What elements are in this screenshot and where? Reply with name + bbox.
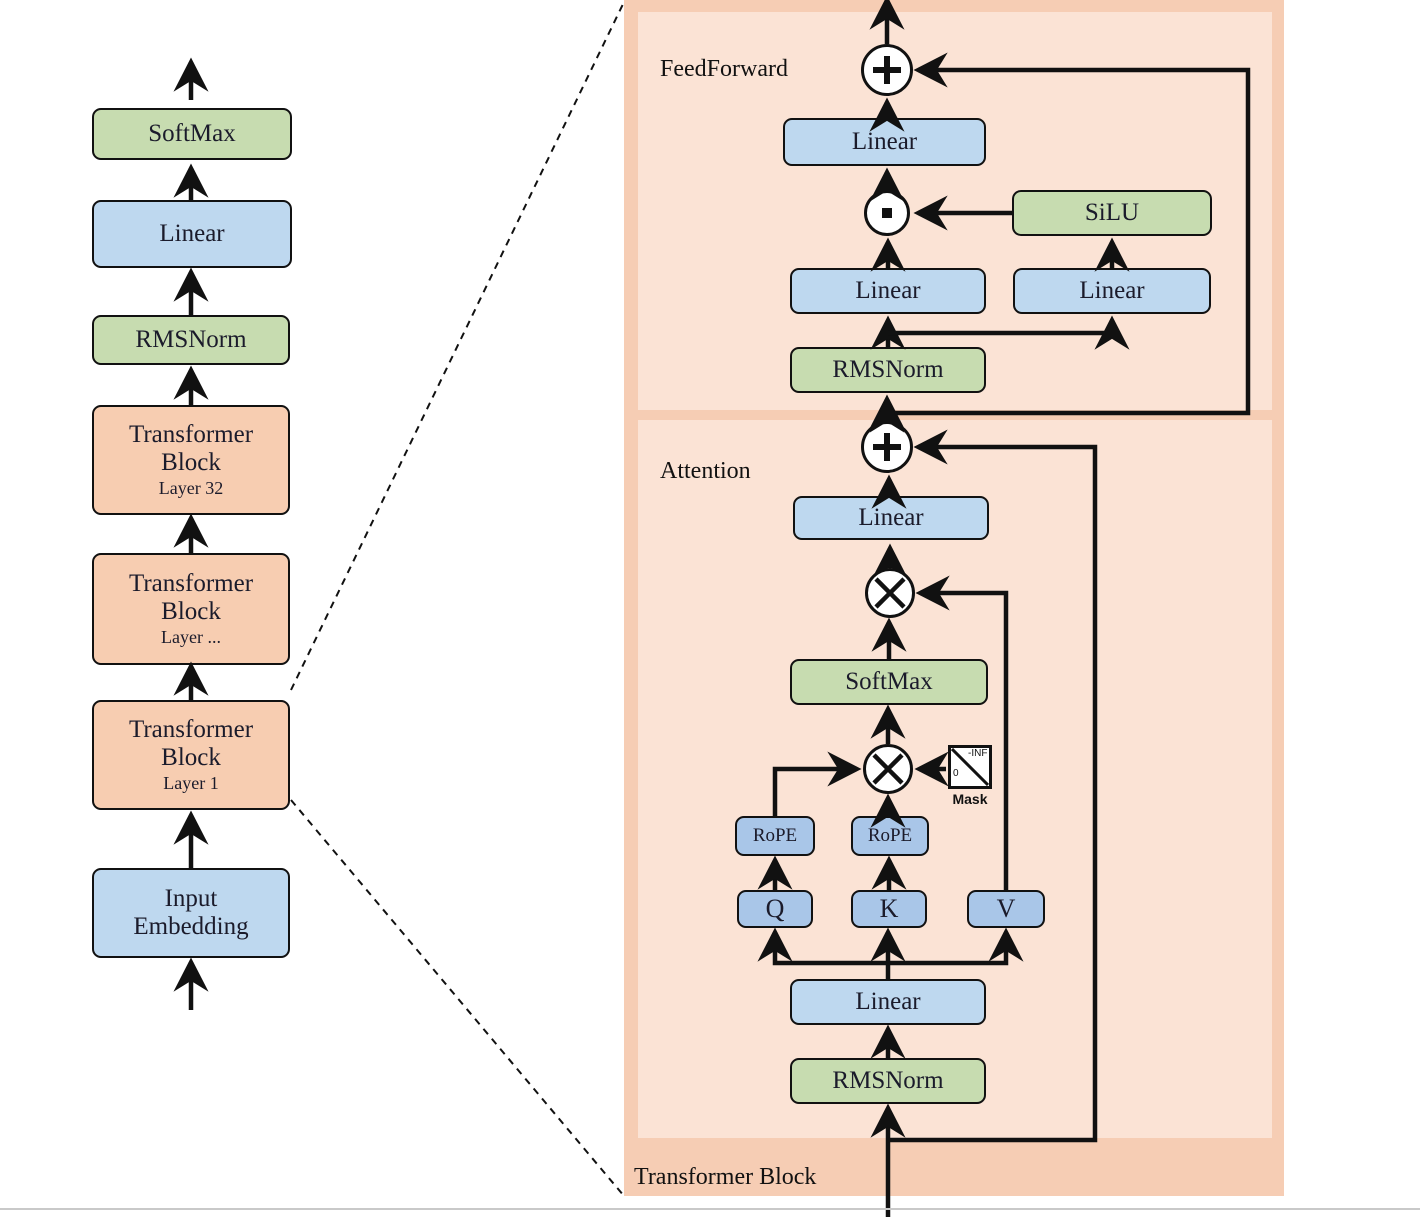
feedforward-output-linear[interactable]: Linear bbox=[783, 118, 986, 166]
stack-node-rmsnorm[interactable]: RMSNorm bbox=[92, 315, 290, 365]
transformer-block-panel-label: Transformer Block bbox=[634, 1164, 817, 1190]
node-label: Linear bbox=[855, 988, 921, 1015]
feedforward-silu[interactable]: SiLU bbox=[1012, 190, 1212, 236]
node-sublabel: Layer ... bbox=[161, 627, 221, 648]
attention-matmul-qk-icon bbox=[863, 744, 913, 794]
node-label: RoPE bbox=[752, 825, 798, 847]
feedforward-label: FeedForward bbox=[660, 56, 788, 82]
node-label: RoPE bbox=[867, 825, 913, 847]
node-label-line2: Block bbox=[161, 449, 221, 477]
node-label-line1: Transformer bbox=[128, 570, 254, 598]
node-label: SoftMax bbox=[845, 668, 933, 695]
attention-qkv-linear[interactable]: Linear bbox=[790, 979, 986, 1025]
attention-rope-k[interactable]: RoPE bbox=[851, 816, 929, 856]
node-label: RMSNorm bbox=[135, 326, 247, 353]
node-label: SiLU bbox=[1084, 199, 1140, 226]
attention-matmul-scores-value-icon bbox=[865, 568, 915, 618]
node-label: SoftMax bbox=[148, 120, 236, 147]
node-label-line1: Transformer bbox=[128, 421, 254, 449]
node-label: V bbox=[996, 894, 1016, 924]
node-label: Linear bbox=[159, 220, 225, 247]
stack-node-softmax[interactable]: SoftMax bbox=[92, 108, 292, 160]
attention-output-linear[interactable]: Linear bbox=[793, 496, 989, 540]
node-label-line1: Input bbox=[164, 885, 218, 912]
stack-node-transformer-block-mid[interactable]: Transformer Block Layer ... bbox=[92, 553, 290, 665]
node-sublabel: Layer 32 bbox=[158, 478, 224, 499]
node-sublabel: Layer 1 bbox=[163, 773, 219, 794]
attention-rmsnorm[interactable]: RMSNorm bbox=[790, 1058, 986, 1104]
node-label: Linear bbox=[851, 128, 918, 155]
mask-lower-value: 0 bbox=[953, 768, 959, 779]
node-label: RMSNorm bbox=[832, 1067, 944, 1094]
node-label-line2: Block bbox=[161, 598, 221, 626]
stack-node-linear[interactable]: Linear bbox=[92, 200, 292, 268]
feedforward-up-linear[interactable]: Linear bbox=[1013, 268, 1211, 314]
attention-softmax[interactable]: SoftMax bbox=[790, 659, 988, 705]
node-label: Linear bbox=[1079, 277, 1145, 304]
node-label: Q bbox=[765, 894, 785, 924]
node-label: Linear bbox=[855, 277, 921, 304]
feedforward-elementwise-multiply-icon bbox=[864, 190, 910, 236]
attention-label: Attention bbox=[660, 458, 751, 484]
mask-label: Mask bbox=[952, 791, 988, 807]
node-label-line1: Transformer bbox=[128, 716, 254, 744]
bottom-divider bbox=[0, 1208, 1420, 1210]
attention-rope-q[interactable]: RoPE bbox=[735, 816, 815, 856]
mask-upper-value: -INF bbox=[968, 748, 988, 759]
node-label: K bbox=[879, 894, 899, 924]
node-label-line2: Embedding bbox=[133, 913, 249, 940]
attention-k[interactable]: K bbox=[851, 890, 927, 928]
attention-q[interactable]: Q bbox=[737, 890, 813, 928]
attention-v[interactable]: V bbox=[967, 890, 1045, 928]
node-label-line2: Block bbox=[161, 744, 221, 772]
feedforward-rmsnorm[interactable]: RMSNorm bbox=[790, 347, 986, 393]
attention-residual-add-icon bbox=[861, 421, 913, 473]
node-label: Linear bbox=[858, 504, 924, 531]
feedforward-gate-linear[interactable]: Linear bbox=[790, 268, 986, 314]
stack-node-transformer-block-32[interactable]: Transformer Block Layer 32 bbox=[92, 405, 290, 515]
stack-node-input-embedding[interactable]: Input Embedding bbox=[92, 868, 290, 958]
feedforward-residual-add-icon bbox=[861, 44, 913, 96]
stack-node-transformer-block-1[interactable]: Transformer Block Layer 1 bbox=[92, 700, 290, 810]
node-label: RMSNorm bbox=[832, 356, 944, 383]
